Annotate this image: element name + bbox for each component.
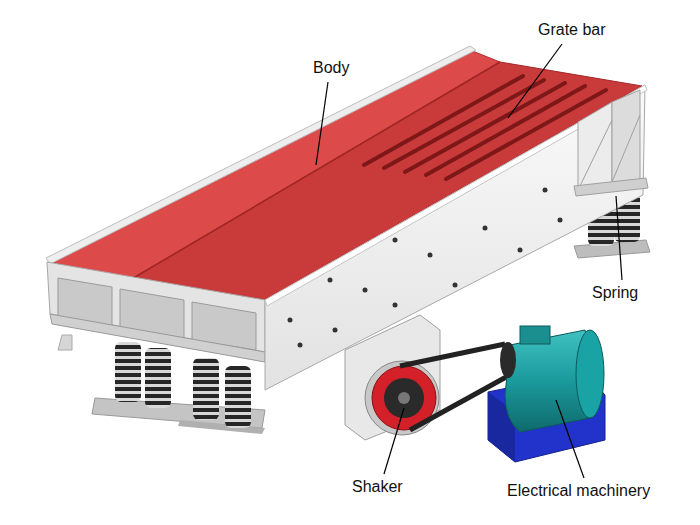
pulley-hub [384,378,424,418]
foot-plate [58,335,72,350]
part-label: Electrical machinery [505,481,652,500]
bolt [428,253,433,258]
bracket-plate [574,178,648,196]
leader-line [616,196,622,280]
part-label: Spring [590,283,640,302]
part-label: Grate bar [536,20,608,39]
bolt [543,188,548,193]
leader-line [556,400,584,478]
base-plate [178,420,265,434]
motor-pulley [500,342,516,378]
leader-line [384,408,404,474]
bracket-rib [612,90,640,182]
bolt [393,303,398,308]
bracket-rib [578,102,612,190]
pulley-guard [365,361,439,435]
bolt [453,283,458,288]
bolt-holes [288,138,623,348]
bolt [363,288,368,293]
leader-lines [316,44,622,478]
bolt [393,238,398,243]
spring-coil [225,366,251,428]
bracket-brace [580,120,612,186]
motor [488,326,605,462]
spring-coil [145,348,171,408]
grate-slot [384,80,544,168]
part-label: Body [311,58,351,77]
spring-coil [115,342,141,402]
bolt [558,218,563,223]
leader-line [316,82,328,165]
bracket-brace [612,115,640,182]
bolt [328,278,333,283]
spring-coil [193,358,219,420]
bolt [298,343,303,348]
bolt [333,328,338,333]
bolt [518,248,523,253]
bolt [483,226,488,231]
belt-run [400,344,505,366]
bolt [288,318,293,323]
terminal-box [520,326,550,344]
pulley-axle [398,392,410,404]
motor-end [576,330,604,418]
end-flange [50,314,265,362]
leader-line [508,44,562,118]
spring-bracket [574,90,648,196]
part-label: Shaker [350,477,405,496]
